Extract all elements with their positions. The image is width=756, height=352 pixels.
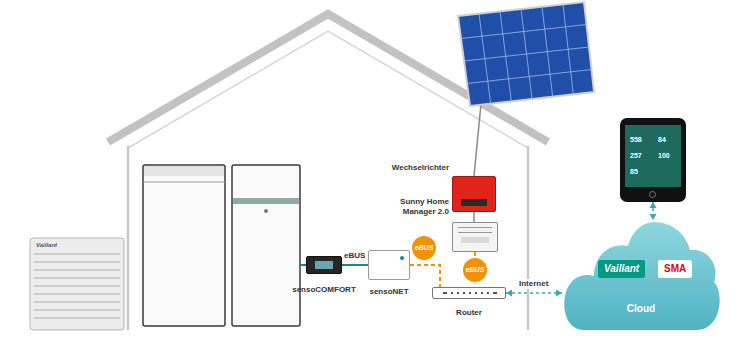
house-wall (127, 146, 130, 330)
node-label: 257 (630, 152, 642, 160)
thermostat-box: sensoCOMFORT (306, 256, 342, 274)
node-label: SMA (658, 260, 692, 278)
connector-label: eBUS (342, 251, 367, 261)
energy-meter-box: Sunny Home Manager 2.0 (452, 222, 498, 252)
arrow-head (556, 290, 562, 297)
gateway-led (400, 256, 404, 260)
connector-line (473, 212, 475, 222)
tablet-button (649, 191, 656, 198)
meter-led (461, 237, 489, 243)
connector (410, 265, 440, 287)
tablet-device: 558 84 257 100 85 (620, 118, 686, 202)
connector-line (342, 264, 368, 266)
brand-logo: Vaillant (36, 242, 57, 249)
node-label: Sunny Home Manager 2.0 (385, 197, 449, 217)
ebus-badge: eBUS (463, 258, 487, 282)
node-label: Wechselrichter (392, 163, 449, 173)
node-label: Cloud (627, 304, 655, 314)
node-label: 85 (630, 168, 638, 176)
node-label: 100 (658, 152, 670, 160)
arrow-head (650, 202, 657, 208)
storage-cabinet (232, 165, 300, 326)
gateway-box: sensoNET (368, 250, 410, 280)
connector (650, 202, 657, 220)
thermostat-screen (315, 261, 333, 269)
inverter-display (461, 199, 487, 206)
arrow-head (650, 214, 657, 220)
meter-terminals (458, 227, 492, 233)
connector (506, 290, 562, 297)
ebus-badge: eBUS (412, 236, 436, 260)
connector (474, 212, 475, 222)
connector (342, 265, 368, 266)
heat-pump-unit (30, 238, 124, 330)
inverter-box: Wechselrichter (452, 176, 496, 212)
router-box: Router (432, 287, 506, 299)
solar-panel (458, 2, 594, 176)
node-label: sensoNET (369, 287, 408, 297)
router-ports (443, 292, 497, 294)
node-label: sensoCOMFORT (292, 285, 356, 295)
cloud-shape: Vaillant SMA Cloud (562, 220, 720, 332)
node-label: 84 (658, 136, 666, 144)
node-label: Router (456, 308, 482, 318)
arrow-head (506, 290, 512, 297)
indoor-cabinet (143, 165, 225, 326)
node-label: 558 (630, 136, 642, 144)
house-wall (527, 146, 530, 330)
node-label: Vaillant (598, 260, 645, 278)
connector-label: Internet (517, 279, 550, 289)
connector-line (506, 292, 562, 294)
connector-line (410, 265, 440, 287)
